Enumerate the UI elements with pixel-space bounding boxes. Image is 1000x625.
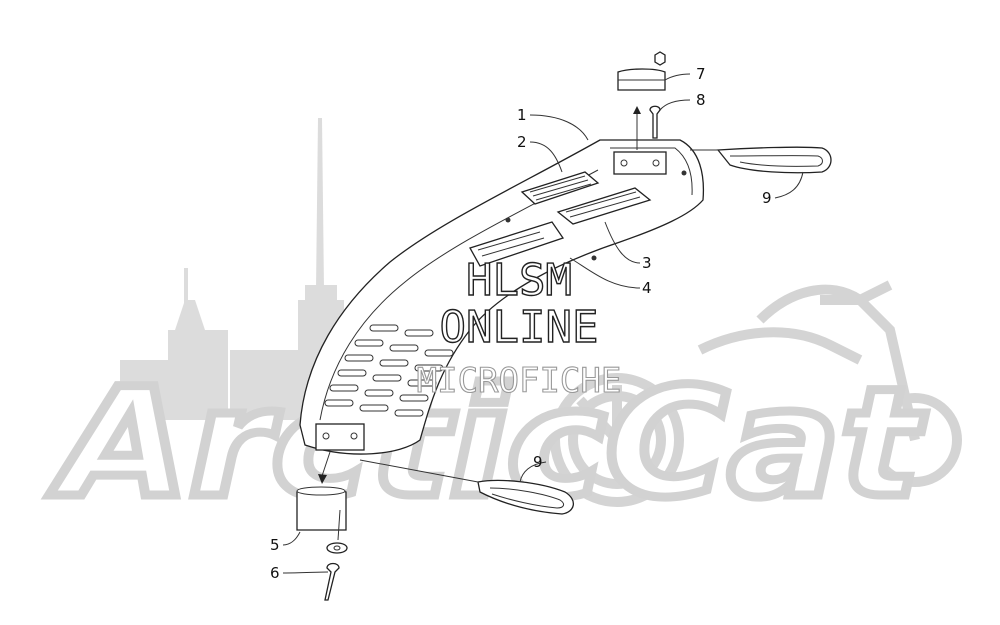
brand-watermark: ArcticCat [44,353,930,536]
top-hinge-bracket [613,106,667,175]
bottom-hinge-bracket [315,423,365,484]
hinge-part-5 [296,486,347,541]
callout-4: 4 [642,279,652,297]
hlsm-watermark: HLSM ONLINE MICROFICHE [416,254,622,401]
strap-top [690,146,832,174]
clip-part-7 [617,51,666,91]
vent-slots [324,324,454,417]
callout-5: 5 [270,536,280,554]
rivet-part-6 [324,562,340,601]
floorboard-panel [299,139,705,455]
callout-8: 8 [696,91,706,109]
callout-2: 2 [517,133,527,151]
decal-warning-right [556,187,652,225]
callout-3: 3 [642,254,652,272]
watermark-line-microfiche: MICROFICHE [417,361,622,401]
callout-9-top: 9 [762,189,772,207]
watermark-line-hlsm: HLSM [466,255,572,306]
strap-bottom [359,459,574,515]
leader-lines [282,73,804,574]
callout-6: 6 [270,564,280,582]
rivet-part-8 [649,105,661,139]
callout-numbers: 1 2 3 4 5 6 7 8 9 9 [270,65,772,582]
brand-text: ArcticCat [49,357,926,531]
motorcycle-watermark [550,280,962,507]
watermark-line-online: ONLINE [440,302,599,353]
callout-1: 1 [517,106,527,124]
decal-warning-top [520,171,600,205]
callout-7: 7 [696,65,706,83]
callout-9-bottom: 9 [533,453,543,471]
decal-logo [469,221,565,267]
washer-part-5 [326,542,348,554]
